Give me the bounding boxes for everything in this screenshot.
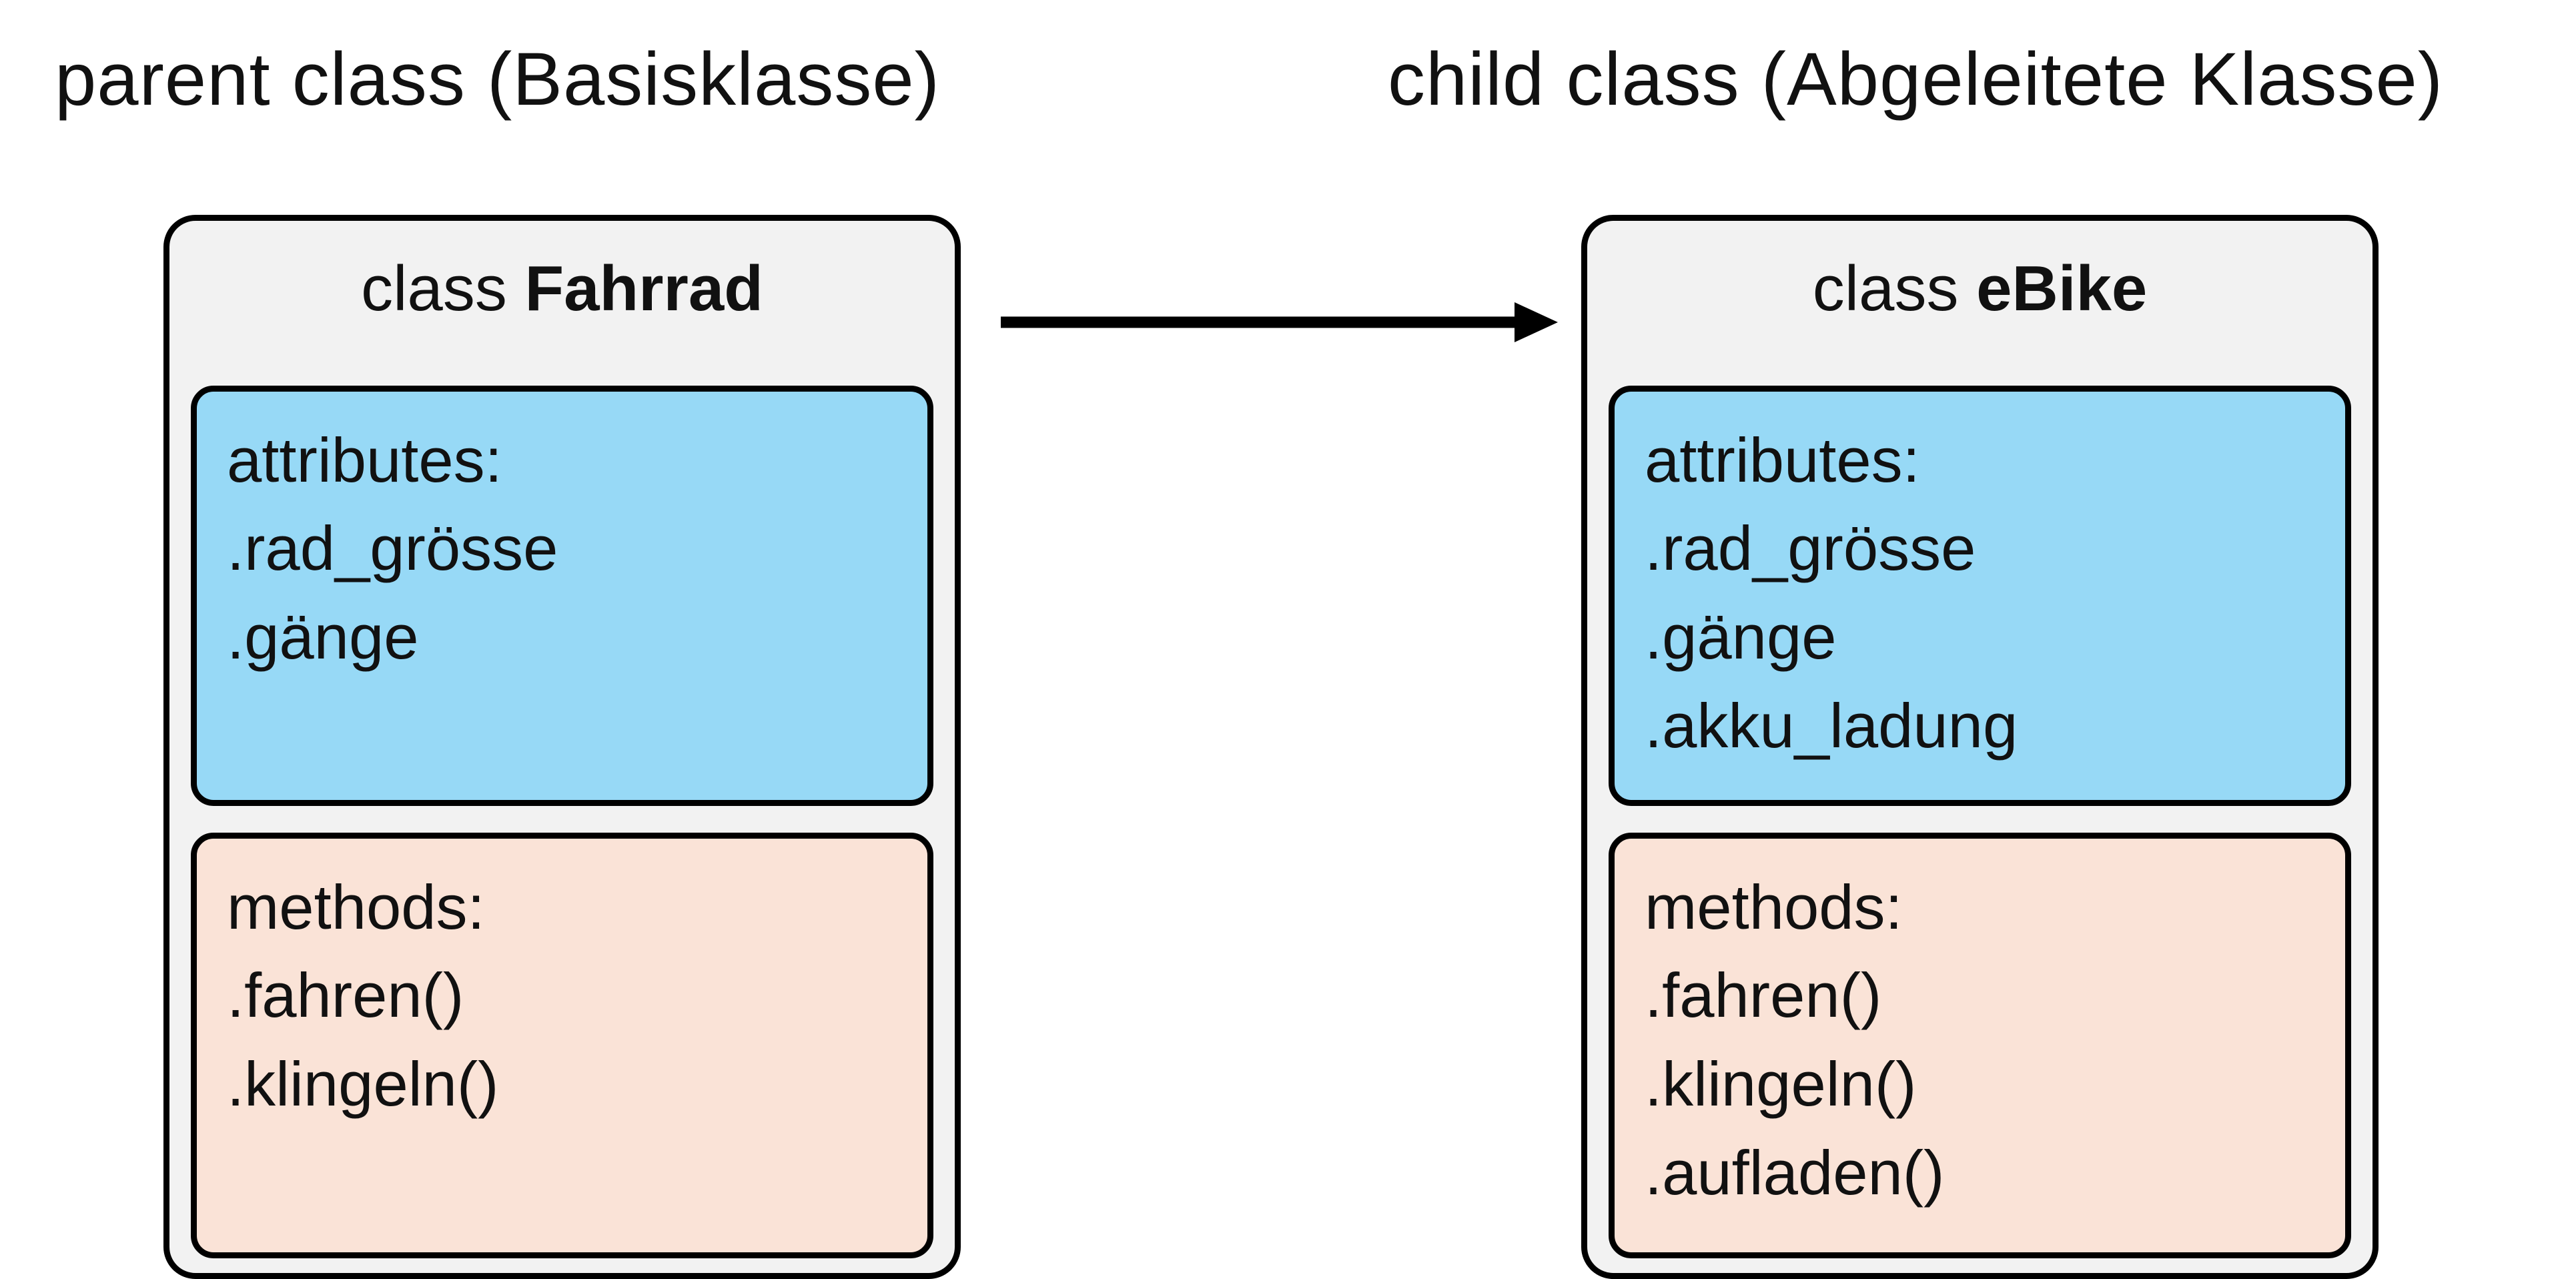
attributes-section: attributes: .rad_grösse .gänge <box>191 386 933 806</box>
inheritance-arrow <box>1001 302 1558 342</box>
attribute-item: .rad_grösse <box>227 513 558 583</box>
attributes-label: attributes: <box>1645 425 1920 495</box>
methods-section: methods: .fahren() .klingeln() .aufladen… <box>1609 833 2351 1258</box>
arrowhead-icon <box>1515 302 1558 342</box>
class-box-fahrrad: class Fahrrad attributes: .rad_grösse .g… <box>163 215 961 1279</box>
method-item: .klingeln() <box>1645 1049 1917 1119</box>
methods-section: methods: .fahren() .klingeln() <box>191 833 933 1258</box>
attributes-section: attributes: .rad_grösse .gänge .akku_lad… <box>1609 386 2351 806</box>
class-keyword: class <box>361 253 525 324</box>
method-item: .aufladen() <box>1645 1138 1945 1208</box>
methods-label: methods: <box>1645 872 1903 942</box>
method-item: .fahren() <box>1645 960 1882 1030</box>
attributes-label: attributes: <box>227 425 502 495</box>
class-name: eBike <box>1976 253 2148 324</box>
method-item: .klingeln() <box>227 1049 499 1119</box>
class-name: Fahrrad <box>524 253 763 324</box>
method-item: .fahren() <box>227 960 464 1030</box>
attribute-item: .akku_ladung <box>1645 691 2018 761</box>
attribute-item: .rad_grösse <box>1645 513 1976 583</box>
class-box-ebike: class eBike attributes: .rad_grösse .gän… <box>1581 215 2379 1279</box>
class-keyword: class <box>1812 253 1977 324</box>
methods-label: methods: <box>227 872 485 942</box>
attribute-item: .gänge <box>227 602 419 672</box>
parent-class-heading: parent class (Basisklasse) <box>55 37 940 121</box>
attribute-item: .gänge <box>1645 602 1837 672</box>
child-class-heading: child class (Abgeleitete Klasse) <box>1388 37 2444 121</box>
class-title: class Fahrrad <box>169 250 955 327</box>
class-title: class eBike <box>1587 250 2373 327</box>
